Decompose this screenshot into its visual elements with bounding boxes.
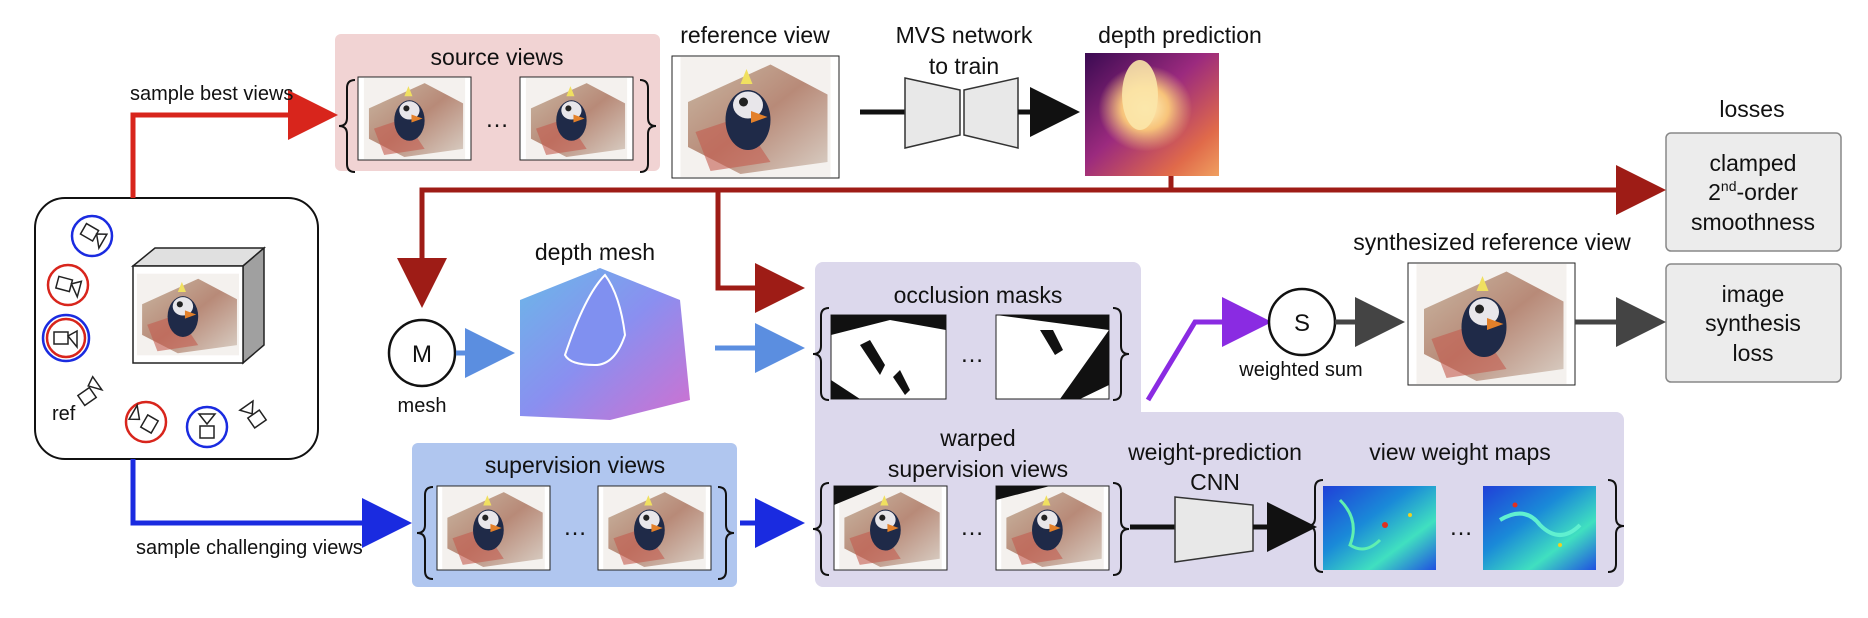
warped-label-1: warped [939, 425, 1015, 451]
cnn-label-2: CNN [1190, 469, 1240, 495]
cnn-icon [1174, 496, 1254, 563]
svg-text:2nd-order: 2nd-order [1708, 178, 1798, 205]
synthesized-reference-view-title: synthesized reference view [1353, 229, 1631, 255]
brace-right [1112, 482, 1130, 576]
mesh-node-letter: M [412, 341, 432, 368]
camera-icon [46, 263, 90, 307]
svg-text:loss: loss [1733, 340, 1774, 366]
brace-left [812, 482, 830, 576]
smoothness-loss-box: clamped 2nd-order smoothness [1665, 132, 1842, 252]
weighted-sum-caption: weighted sum [1238, 359, 1362, 381]
weight-maps-ellipsis: … [1449, 514, 1473, 541]
ref-label: ref [52, 403, 76, 425]
source-view-image [519, 76, 634, 161]
weight-map-image [1323, 486, 1436, 570]
occlusion-masks-title: occlusion masks [894, 282, 1063, 308]
brace-right [1112, 307, 1130, 401]
warped-ellipsis: … [960, 514, 984, 541]
source-ellipsis: … [485, 106, 509, 133]
warped-view-image [833, 485, 948, 571]
arrow-depth-to-occlusion [715, 190, 805, 313]
supervision-ellipsis: … [563, 514, 587, 541]
camera-icon [41, 313, 91, 363]
depth-mesh-image [520, 249, 690, 420]
view-weight-maps-title: view weight maps [1369, 439, 1551, 465]
arrow-depth-to-smoothness [1168, 165, 1666, 215]
camera-icon [70, 214, 114, 258]
sample-challenging-views-label: sample challenging views [136, 537, 363, 559]
depth-prediction-title: depth prediction [1098, 22, 1262, 48]
supervision-view-image [597, 485, 712, 571]
camera-icon [238, 399, 268, 429]
source-view-image [357, 76, 472, 161]
supervision-view-image [436, 485, 551, 571]
mesh-node [387, 318, 457, 388]
network-icon [904, 77, 1019, 149]
source-views-title: source views [431, 44, 564, 70]
warped-label-2: supervision views [888, 456, 1068, 482]
synthesized-reference-view-image [1407, 262, 1576, 386]
svg-text:synthesis: synthesis [1705, 310, 1801, 336]
occlusion-mask-image [995, 314, 1110, 400]
depth-prediction-image [1085, 53, 1219, 176]
cube-icon [130, 246, 267, 365]
brace-left [812, 307, 830, 401]
brace-right [1607, 479, 1625, 573]
brace-right [717, 486, 735, 580]
losses-title: losses [1719, 96, 1784, 122]
camera-icon [185, 405, 229, 449]
camera-icon [124, 400, 168, 444]
brace-right [639, 79, 657, 173]
supervision-views-title: supervision views [485, 452, 665, 478]
svg-text:clamped: clamped [1710, 150, 1797, 176]
reference-view-image [671, 55, 840, 179]
sample-best-views-label: sample best views [130, 83, 293, 105]
mvs-network-label-1: MVS network [896, 22, 1033, 48]
arrow-best-views [130, 90, 338, 198]
depth-mesh-title: depth mesh [535, 239, 655, 265]
weighted-sum-letter: S [1294, 310, 1310, 337]
arrow-depth-to-mesh [397, 187, 1171, 308]
occlusion-ellipsis: … [960, 341, 984, 368]
synthesis-loss-box: image synthesis loss [1665, 263, 1842, 383]
brace-left [1306, 479, 1324, 573]
brace-left [416, 486, 434, 580]
brace-left [338, 79, 356, 173]
mvs-network-label-2: to train [929, 53, 999, 79]
mesh-node-caption: mesh [398, 395, 447, 417]
reference-view-title: reference view [680, 22, 830, 48]
camera-icon [76, 375, 104, 407]
weight-map-image [1483, 486, 1596, 570]
arrow-to-weighted-sum [1145, 297, 1272, 402]
svg-text:image: image [1722, 281, 1785, 307]
warped-view-image [995, 485, 1110, 571]
cnn-label-1: weight-prediction [1127, 439, 1302, 465]
scene-box: ref [34, 197, 319, 460]
svg-text:smoothness: smoothness [1691, 209, 1815, 235]
occlusion-mask-image [830, 314, 947, 400]
arrow-challenging-views [130, 459, 412, 548]
